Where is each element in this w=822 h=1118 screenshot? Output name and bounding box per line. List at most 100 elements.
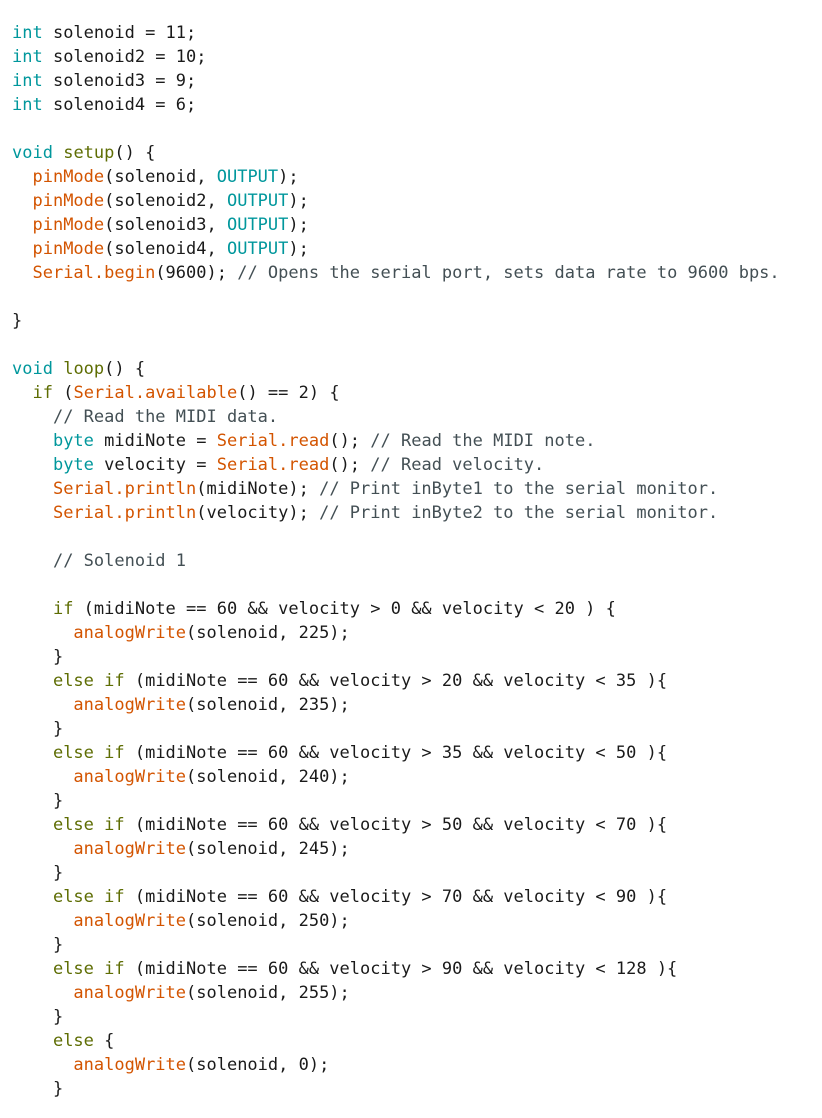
code-token-plain: [12, 695, 73, 715]
code-token-plain: }: [12, 791, 64, 811]
code-line: else if (midiNote == 60 && velocity > 50…: [12, 813, 812, 837]
code-token-plain: [12, 215, 32, 235]
code-token-comment: // Read the MIDI note.: [370, 431, 596, 451]
code-line: void loop() {: [12, 357, 812, 381]
code-line: analogWrite(solenoid, 235);: [12, 693, 812, 717]
code-line: void setup() {: [12, 141, 812, 165]
code-token-plain: [53, 143, 63, 163]
code-token-plain: [12, 839, 73, 859]
code-token-plain: (solenoid, 240);: [186, 767, 350, 787]
code-token-plain: solenoid = 11;: [42, 23, 197, 43]
code-line: Serial.println(velocity); // Print inByt…: [12, 501, 812, 525]
code-token-comment: // Opens the serial port, sets data rate…: [237, 263, 780, 283]
code-token-plain: }: [12, 935, 64, 955]
code-line: else if (midiNote == 60 && velocity > 20…: [12, 669, 812, 693]
code-token-type: int: [12, 23, 43, 43]
code-line: analogWrite(solenoid, 0);: [12, 1053, 812, 1077]
code-line: analogWrite(solenoid, 250);: [12, 909, 812, 933]
code-token-plain: (solenoid4,: [104, 239, 227, 259]
code-token-plain: (: [52, 383, 74, 403]
code-token-plain: [12, 479, 53, 499]
code-token-plain: (solenoid, 250);: [186, 911, 350, 931]
code-token-comment: // Solenoid 1: [52, 551, 187, 571]
code-token-plain: [12, 383, 32, 403]
code-token-plain: [12, 887, 53, 907]
code-token-plain: [12, 191, 32, 211]
code-line: [12, 117, 812, 141]
code-line: }: [12, 1005, 812, 1029]
code-token-plain: [12, 743, 53, 763]
code-line: pinMode(solenoid4, OUTPUT);: [12, 237, 812, 261]
code-token-constant: OUTPUT: [216, 167, 279, 187]
code-token-builtin: Serial.read: [216, 431, 330, 451]
code-token-plain: [12, 983, 73, 1003]
code-token-plain: [12, 767, 73, 787]
code-token-type: void: [12, 359, 53, 379]
code-token-plain: (midiNote == 60 && velocity > 50 && velo…: [124, 815, 668, 835]
code-token-plain: ();: [329, 455, 371, 475]
code-token-plain: }: [12, 863, 64, 883]
code-token-plain: velocity =: [93, 455, 217, 475]
code-token-plain: );: [278, 167, 299, 187]
code-line: }: [12, 861, 812, 885]
code-token-builtin: analogWrite: [73, 911, 187, 931]
code-token-plain: solenoid2 = 10;: [42, 47, 207, 67]
code-editor[interactable]: int solenoid = 11;int solenoid2 = 10;int…: [12, 21, 812, 1101]
code-token-keyword: setup: [63, 143, 115, 163]
code-token-type: byte: [52, 455, 94, 475]
code-line: Serial.begin(9600); // Opens the serial …: [12, 261, 812, 285]
code-line: int solenoid4 = 6;: [12, 93, 812, 117]
code-token-plain: [12, 1031, 53, 1051]
code-line: [12, 525, 812, 549]
code-token-plain: [12, 1055, 73, 1075]
code-token-builtin: analogWrite: [73, 695, 187, 715]
code-token-plain: [12, 551, 53, 571]
code-token-plain: [12, 239, 32, 259]
code-token-type: int: [12, 71, 43, 91]
code-token-comment: // Print inByte1 to the serial monitor.: [319, 479, 719, 499]
code-token-plain: () {: [104, 359, 146, 379]
code-line: if (midiNote == 60 && velocity > 0 && ve…: [12, 597, 812, 621]
code-token-builtin: Serial.read: [216, 455, 330, 475]
code-line: Serial.println(midiNote); // Print inByt…: [12, 477, 812, 501]
code-line: }: [12, 789, 812, 813]
code-token-keyword: else if: [52, 671, 125, 691]
code-line: }: [12, 717, 812, 741]
code-line: int solenoid3 = 9;: [12, 69, 812, 93]
code-token-plain: }: [12, 311, 23, 331]
code-token-constant: OUTPUT: [226, 191, 289, 211]
code-line: }: [12, 645, 812, 669]
code-token-plain: [12, 959, 53, 979]
code-token-type: void: [12, 143, 53, 163]
code-token-plain: (midiNote);: [196, 479, 320, 499]
code-token-plain: [12, 671, 53, 691]
code-line: pinMode(solenoid3, OUTPUT);: [12, 213, 812, 237]
code-token-comment: // Read the MIDI data.: [52, 407, 279, 427]
code-token-builtin: Serial.begin: [32, 263, 156, 283]
code-token-plain: (midiNote == 60 && velocity > 35 && velo…: [124, 743, 668, 763]
code-token-keyword: else if: [52, 959, 125, 979]
code-line: if (Serial.available() == 2) {: [12, 381, 812, 405]
code-token-plain: (solenoid, 245);: [186, 839, 350, 859]
code-line: [12, 573, 812, 597]
code-token-builtin: pinMode: [32, 167, 105, 187]
code-line: analogWrite(solenoid, 225);: [12, 621, 812, 645]
code-token-builtin: analogWrite: [73, 623, 187, 643]
code-line: byte velocity = Serial.read(); // Read v…: [12, 453, 812, 477]
code-token-constant: OUTPUT: [226, 239, 289, 259]
code-token-plain: [12, 263, 32, 283]
code-line: }: [12, 933, 812, 957]
code-token-type: byte: [52, 431, 94, 451]
code-token-plain: midiNote =: [93, 431, 217, 451]
code-token-plain: (solenoid, 225);: [186, 623, 350, 643]
code-token-plain: (solenoid, 235);: [186, 695, 350, 715]
code-token-builtin: analogWrite: [73, 1055, 187, 1075]
code-line: }: [12, 1077, 812, 1101]
code-token-plain: [12, 503, 53, 523]
code-line: [12, 333, 812, 357]
code-line: analogWrite(solenoid, 240);: [12, 765, 812, 789]
code-token-plain: }: [12, 1079, 64, 1099]
code-line: }: [12, 309, 812, 333]
code-token-plain: );: [288, 215, 309, 235]
code-token-plain: }: [12, 1007, 64, 1027]
